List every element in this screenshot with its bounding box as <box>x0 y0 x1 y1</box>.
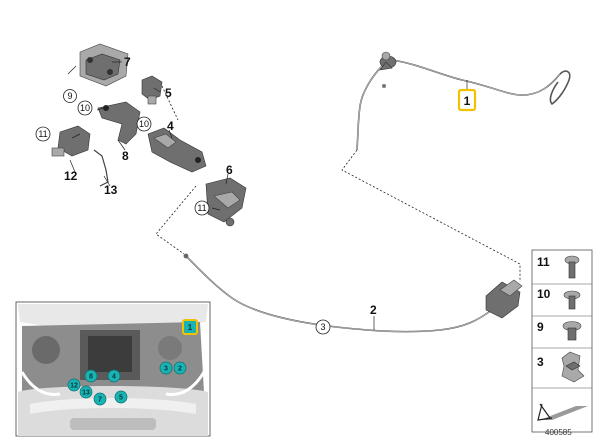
wire-clip <box>93 149 109 187</box>
svg-text:1: 1 <box>188 323 193 332</box>
switch-part <box>141 75 163 105</box>
callout-3: 3 <box>315 319 331 335</box>
svg-text:2: 2 <box>370 303 377 317</box>
callout-1-highlighted: 1 <box>457 88 477 112</box>
inset-marker-7: 7 <box>93 392 107 406</box>
bowden-cable-lower <box>183 253 523 333</box>
svg-text:3: 3 <box>164 366 168 373</box>
inset-marker-2: 2 <box>173 361 187 375</box>
svg-text:13: 13 <box>104 183 118 197</box>
svg-text:10: 10 <box>80 103 90 113</box>
svg-text:11: 11 <box>38 129 47 139</box>
callout-9: 9 <box>63 89 77 103</box>
cable-route-dashed-right <box>341 149 521 282</box>
callout-11b: 11 <box>194 200 210 216</box>
vehicle-inset: 1 3 2 8 4 12 13 7 5 <box>15 301 211 437</box>
svg-text:5: 5 <box>165 86 172 100</box>
bracket-arm <box>97 101 141 145</box>
left-bracket <box>51 125 91 157</box>
svg-text:10: 10 <box>139 119 149 129</box>
callout-8: 8 <box>122 149 129 163</box>
flange-screw-icon <box>563 290 581 310</box>
torx-bolt-icon <box>564 255 580 279</box>
inset-marker-13: 13 <box>79 385 93 399</box>
expanding-rivet-icon <box>562 321 582 341</box>
svg-text:7: 7 <box>98 397 102 404</box>
direction-arrow-icon <box>537 403 588 421</box>
inset-marker-5: 5 <box>114 390 128 404</box>
cable-route-dashed-left <box>155 185 197 255</box>
table-row: 11 <box>537 255 580 279</box>
svg-text:6: 6 <box>226 163 233 177</box>
svg-text:7: 7 <box>124 55 131 69</box>
table-row: 9 <box>537 320 582 341</box>
svg-text:4: 4 <box>167 119 174 133</box>
inset-marker-3: 3 <box>159 361 173 375</box>
svg-text:12: 12 <box>70 383 78 390</box>
table-row: 3 <box>537 351 585 383</box>
svg-text:3: 3 <box>537 355 544 369</box>
lock-bracket-assembly <box>67 43 129 87</box>
callout-12: 12 <box>64 169 78 183</box>
svg-text:11: 11 <box>537 255 550 269</box>
svg-text:2: 2 <box>178 366 182 373</box>
svg-text:9: 9 <box>67 91 72 101</box>
svg-text:4: 4 <box>112 374 116 381</box>
callout-10b: 10 <box>136 116 152 132</box>
svg-text:13: 13 <box>82 390 90 397</box>
svg-text:11: 11 <box>197 203 206 213</box>
svg-text:10: 10 <box>537 287 551 301</box>
callout-11a: 11 <box>35 126 51 142</box>
image-id: 400585 <box>545 428 572 437</box>
callout-6: 6 <box>226 163 233 177</box>
inset-marker-4: 4 <box>107 369 121 383</box>
callout-7: 7 <box>124 55 131 69</box>
inset-marker-12: 12 <box>67 378 81 392</box>
hood-lock <box>147 127 207 173</box>
inset-marker-1: 1 <box>182 319 198 335</box>
bowden-cable-upper <box>356 51 571 151</box>
leader-lines <box>69 61 468 330</box>
microswitch <box>205 177 247 227</box>
svg-text:8: 8 <box>122 149 129 163</box>
svg-text:12: 12 <box>64 169 78 183</box>
callout-2: 2 <box>370 303 377 317</box>
table-row: 10 <box>537 287 581 310</box>
callout-10a: 10 <box>77 100 93 116</box>
svg-text:9: 9 <box>537 320 544 334</box>
svg-text:5: 5 <box>119 395 123 402</box>
svg-text:1: 1 <box>464 94 471 108</box>
cable-clip-icon <box>561 351 585 383</box>
inset-marker-8: 8 <box>84 369 98 383</box>
svg-text:3: 3 <box>320 322 325 332</box>
parts-table: 11 10 9 3 <box>531 249 593 433</box>
callout-5: 5 <box>165 86 172 100</box>
callout-4: 4 <box>167 119 174 133</box>
svg-text:8: 8 <box>89 374 93 381</box>
callout-13: 13 <box>104 183 118 197</box>
